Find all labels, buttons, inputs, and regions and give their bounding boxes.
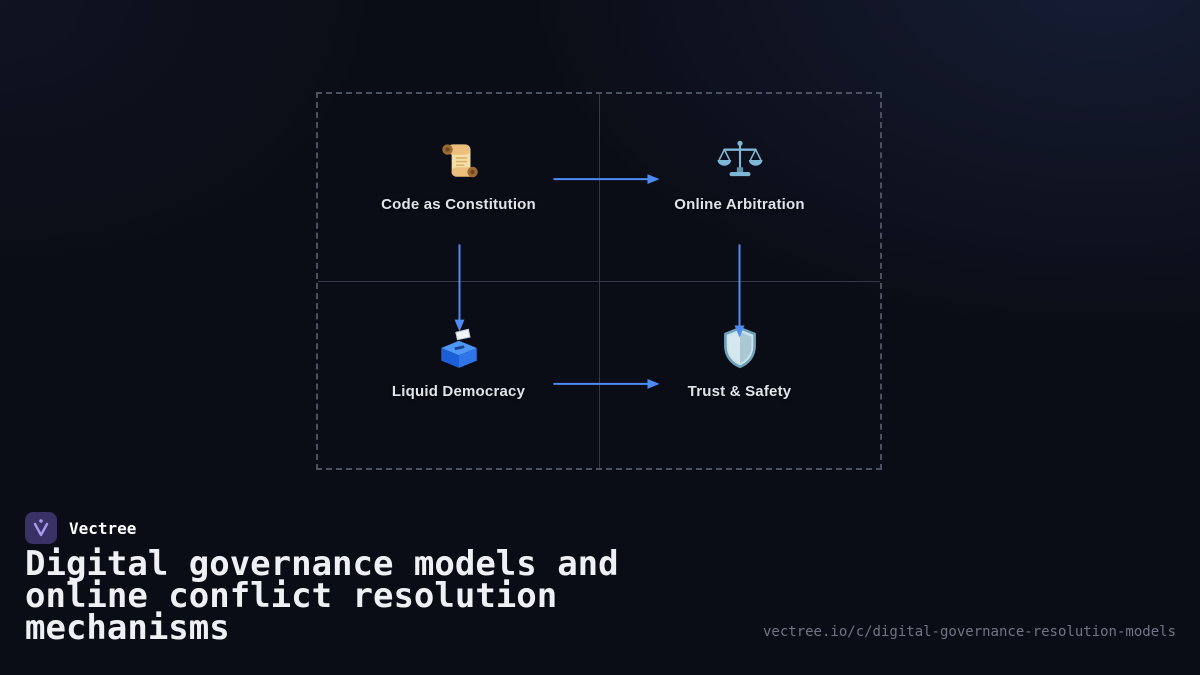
brand-row: Vectree <box>25 512 136 544</box>
quadrant-label: Trust & Safety <box>687 383 792 400</box>
scroll-icon <box>441 144 478 178</box>
quadrant-diagram: Code as Constitution Online Arbitration … <box>316 92 882 470</box>
quadrant-trust-safety: Trust & Safety <box>599 281 880 468</box>
quadrant-code-as-constitution: Code as Constitution <box>318 94 599 281</box>
quadrant-label: Online Arbitration <box>674 196 805 213</box>
quadrant-liquid-democracy: Liquid Democracy <box>318 281 599 468</box>
quadrant-online-arbitration: Online Arbitration <box>599 94 880 281</box>
quadrant-label: Liquid Democracy <box>391 383 526 400</box>
ballot-box-icon <box>440 328 477 368</box>
shield-icon <box>723 326 756 369</box>
vectree-logo-icon <box>25 512 57 544</box>
scales-icon <box>717 140 762 177</box>
horizontal-divider <box>318 281 880 282</box>
page-title: Digital governance models and online con… <box>25 544 619 648</box>
footer-url: vectree.io/c/digital-governance-resoluti… <box>762 624 1176 640</box>
brand-name: Vectree <box>69 518 137 538</box>
quadrant-label: Code as Constitution <box>381 196 536 213</box>
